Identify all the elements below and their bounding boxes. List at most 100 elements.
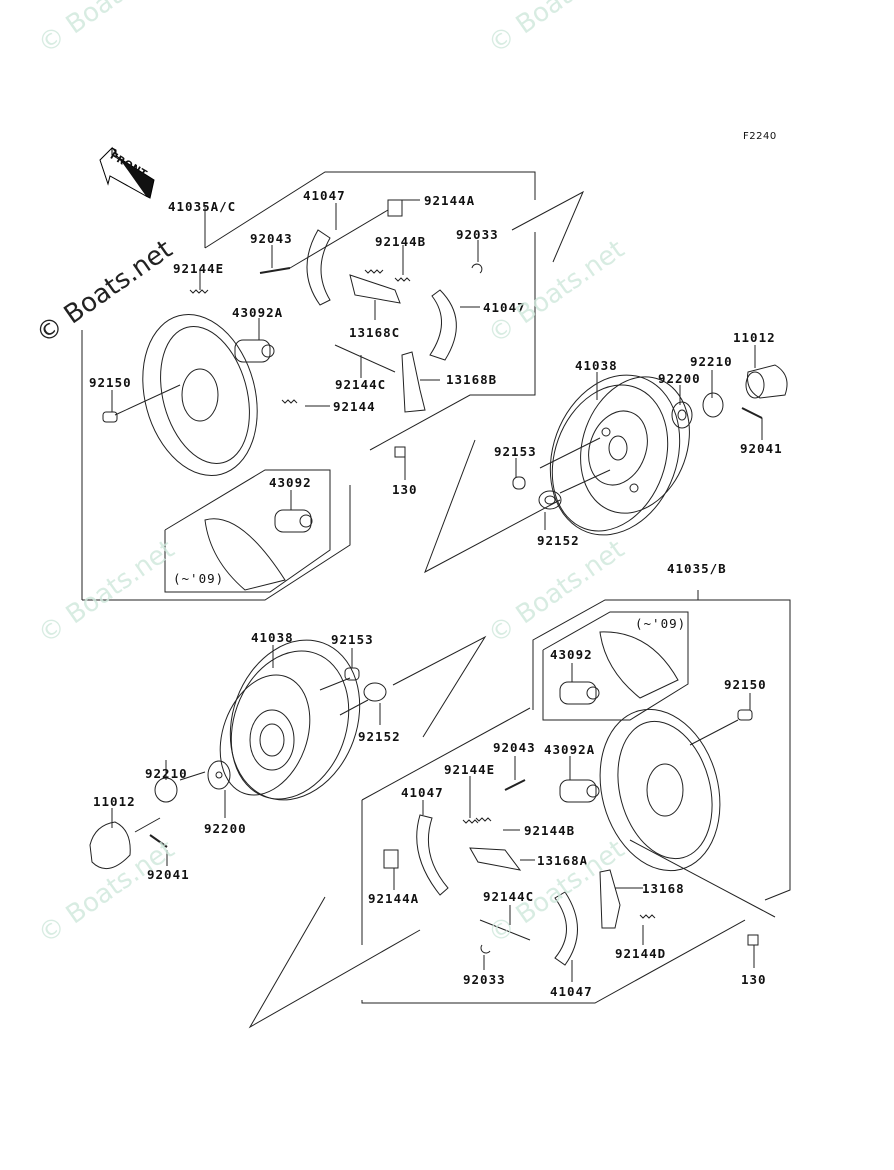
brake-shoe-41047-lower-a xyxy=(416,814,449,896)
part-label[interactable]: 92153 xyxy=(331,632,374,647)
upper-assembly-frame xyxy=(204,171,536,249)
lower-drum-v xyxy=(392,635,487,738)
part-label[interactable]: 92152 xyxy=(358,729,401,744)
brake-drum-lower xyxy=(219,639,361,801)
part-label[interactable]: 92150 xyxy=(724,677,767,692)
part-label[interactable]: 13168B xyxy=(446,372,498,387)
front-arrow-icon xyxy=(99,146,155,199)
part-label[interactable]: 92152 xyxy=(537,533,580,548)
backing-plate-lower xyxy=(599,708,721,872)
part-label[interactable]: 41047 xyxy=(303,188,346,203)
part-label[interactable]: 92144C xyxy=(335,377,387,392)
upper-v-pointer xyxy=(511,190,585,263)
cap-11012-upper xyxy=(747,364,788,399)
part-label[interactable]: 92153 xyxy=(494,444,537,459)
part-label[interactable]: 43092 xyxy=(550,647,593,662)
part-label[interactable]: 92144B xyxy=(524,823,576,838)
bolt-92150-upper xyxy=(102,411,118,423)
spring-92144C-upper xyxy=(334,344,396,373)
part-label[interactable]: 92200 xyxy=(658,371,701,386)
part-label[interactable]: 13168C xyxy=(349,325,401,340)
part-label[interactable]: 130 xyxy=(392,482,418,497)
part-label[interactable]: 41035A/C xyxy=(168,199,237,214)
part-label[interactable]: 11012 xyxy=(93,794,136,809)
part-label[interactable]: 92043 xyxy=(250,231,293,246)
bolt-130-lower xyxy=(747,934,759,946)
upper-frame-bottom xyxy=(82,485,351,601)
part-label[interactable]: 11012 xyxy=(733,330,776,345)
spring-92144-upper xyxy=(281,399,298,404)
part-label[interactable]: 92144C xyxy=(483,889,535,904)
wheel-cylinder-43092-lower-inset xyxy=(559,681,597,705)
upper-inset-frame xyxy=(164,469,331,593)
part-label[interactable]: 92144D xyxy=(615,946,667,961)
lower-inset-frame xyxy=(542,611,689,721)
part-label[interactable]: 92144 xyxy=(333,399,376,414)
cotter-pin-92041-upper xyxy=(741,407,763,419)
part-label[interactable]: 92210 xyxy=(690,354,733,369)
spring-92144D-lower xyxy=(639,914,656,919)
part-label[interactable]: 43092 xyxy=(269,475,312,490)
seal-92152-lower xyxy=(363,682,387,702)
cotter-pin-92041-lower xyxy=(149,834,168,848)
spring-92144E-upper xyxy=(189,289,209,294)
part-label[interactable]: 41038 xyxy=(251,630,294,645)
figure-id: F2240 xyxy=(743,131,777,142)
wheel-cylinder-43092-upper-inset xyxy=(274,509,312,533)
part-label[interactable]: 92144E xyxy=(173,261,225,276)
part-label[interactable]: 92041 xyxy=(740,441,783,456)
clip-92144A-lower xyxy=(383,849,399,869)
brake-shoe-41047-lower-b xyxy=(554,891,578,966)
bolt-92150-lower xyxy=(737,709,753,721)
part-label[interactable]: 92033 xyxy=(463,972,506,987)
washer-92200-lower xyxy=(207,760,231,790)
backing-plate-upper xyxy=(142,314,258,476)
brake-shoe-41047-upper-a xyxy=(306,229,331,306)
inset-backing-plate-upper xyxy=(204,518,286,591)
inset-backing-plate-lower xyxy=(599,631,679,699)
part-label[interactable]: 92210 xyxy=(145,766,188,781)
lever-13168B-upper xyxy=(401,351,426,413)
seal-92152-upper xyxy=(538,490,562,510)
cap-11012-lower xyxy=(89,821,131,870)
spring-92144B-upper xyxy=(394,277,411,282)
spring-92144B-lower xyxy=(475,817,492,822)
part-label[interactable]: 41038 xyxy=(575,358,618,373)
clip-92033-upper xyxy=(471,263,483,274)
part-label[interactable]: 92144E xyxy=(444,762,496,777)
part-label[interactable]: 92043 xyxy=(493,740,536,755)
part-label[interactable]: 41047 xyxy=(401,785,444,800)
lever-13168A-lower xyxy=(469,847,522,871)
wheel-cylinder-43092A-upper xyxy=(234,339,271,363)
part-label[interactable]: 13168 xyxy=(642,881,685,896)
part-label[interactable]: 13168A xyxy=(537,853,589,868)
inset-note-lower: (~'09) xyxy=(635,616,687,631)
spring-92144E-lower xyxy=(462,819,479,824)
upper-assembly-frame-right xyxy=(369,232,536,451)
part-label[interactable]: 92144A xyxy=(368,891,420,906)
part-label[interactable]: 43092A xyxy=(544,742,596,757)
wheel-cylinder-43092A-lower xyxy=(559,779,597,803)
part-label[interactable]: 130 xyxy=(741,972,767,987)
part-label[interactable]: 92033 xyxy=(456,227,499,242)
lower-frame-bottom xyxy=(361,919,746,1004)
lever-13168C-upper xyxy=(349,274,401,304)
drum-v-pointer xyxy=(424,439,561,574)
bolt-130-upper xyxy=(394,446,406,458)
part-label[interactable]: 92200 xyxy=(204,821,247,836)
part-label[interactable]: 92144A xyxy=(424,193,476,208)
spring-92144C-lower xyxy=(479,919,531,941)
part-label[interactable]: 43092A xyxy=(232,305,284,320)
part-label[interactable]: 92041 xyxy=(147,867,190,882)
nut-92210-lower xyxy=(154,777,178,803)
part-label[interactable]: 92144B xyxy=(375,234,427,249)
brake-drum-upper xyxy=(549,374,690,536)
pin-92043-lower xyxy=(504,779,526,791)
lower-left-v xyxy=(248,896,421,1029)
part-label[interactable]: 41047 xyxy=(550,984,593,999)
part-label[interactable]: 41047 xyxy=(483,300,526,315)
part-label[interactable]: 41035/B xyxy=(667,561,727,576)
part-label[interactable]: 92150 xyxy=(89,375,132,390)
